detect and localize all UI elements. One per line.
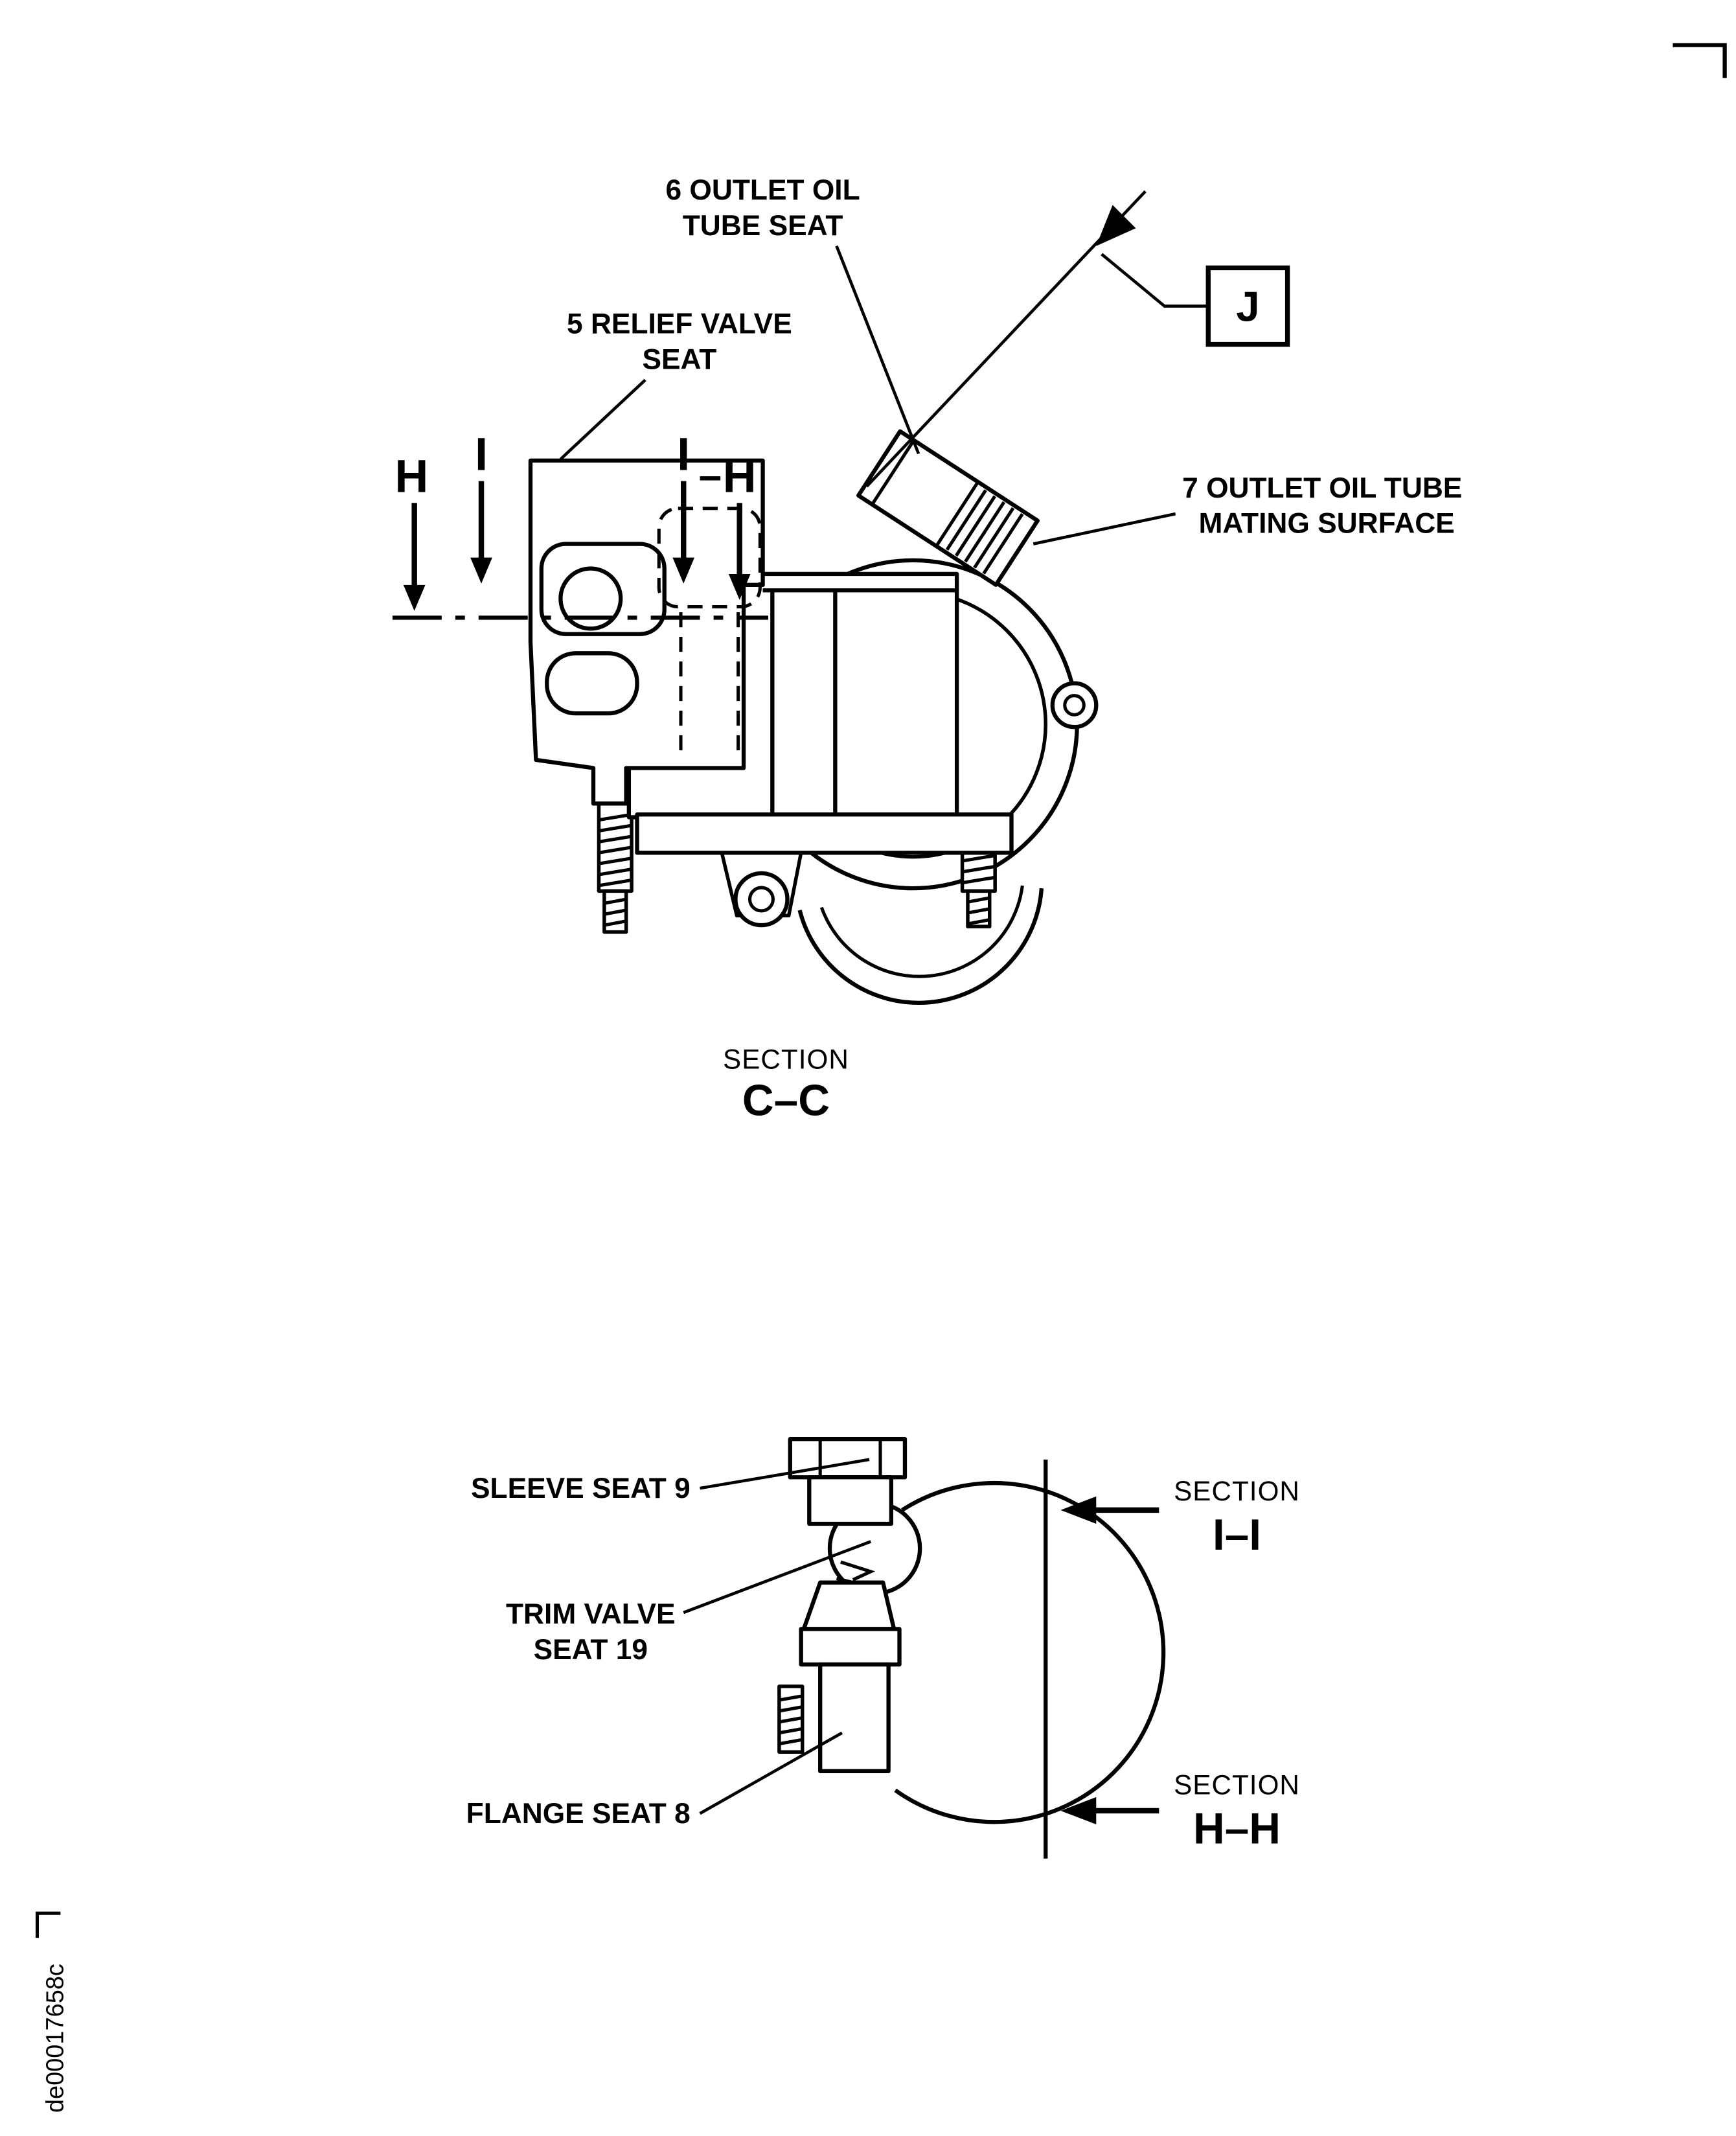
down-arrowhead-icon — [728, 573, 751, 601]
doc-code-text: de00017658c — [42, 1964, 69, 2113]
caption-word: SECTION — [723, 1044, 849, 1075]
callout-text: FLANGE SEAT 8 — [466, 1798, 691, 1830]
cut-letter-i-right: I — [677, 429, 690, 481]
doc-code-corner-mark — [35, 1911, 61, 1938]
caption-section-cc: SECTION C–C — [723, 1044, 849, 1125]
flange-band — [635, 812, 1014, 855]
leader-line — [699, 1731, 843, 1815]
callout-text: SLEEVE SEAT 9 — [471, 1473, 691, 1504]
callout-text: 7 OUTLET OIL TUBE — [1182, 472, 1462, 504]
section-name: H–H — [1193, 1805, 1281, 1854]
callout-text: 5 RELIEF VALVE — [567, 308, 792, 340]
section-cut-markers: H I I H — [392, 429, 769, 620]
flag-letter: J — [1236, 283, 1259, 330]
flange-arc — [894, 1480, 1166, 1824]
hidden-cavity — [657, 507, 762, 609]
cut-letter-i-left: I — [475, 429, 488, 481]
outlet-tube-outer-arc — [797, 888, 1044, 1005]
callout-sleeve-seat: SLEEVE SEAT 9 — [471, 1458, 870, 1504]
stud-left — [597, 801, 634, 934]
callout-flange-seat: FLANGE SEAT 8 — [466, 1731, 843, 1830]
down-arrowhead-icon — [470, 557, 492, 584]
leader-line — [835, 245, 920, 455]
sleeve-lower-cylinder — [818, 1662, 891, 1773]
internal-details — [539, 507, 957, 815]
flag-triangle-icon — [1096, 205, 1136, 246]
sleeve-drawing — [777, 1437, 922, 1773]
view-arrow-ii — [1060, 1496, 1159, 1524]
callout-text: SEAT 19 — [534, 1634, 648, 1666]
bolt-boss — [1050, 681, 1099, 729]
label-section-ii: SECTION I–I — [1174, 1476, 1300, 1559]
callout-text: 6 OUTLET OIL — [666, 174, 860, 206]
caption-name: C–C — [742, 1076, 830, 1125]
callout-trim-valve-seat: TRIM VALVE SEAT 19 — [506, 1540, 872, 1666]
side-slot — [545, 651, 639, 716]
ear-boss-hole — [748, 886, 775, 913]
down-arrowhead-icon — [672, 557, 695, 584]
leader-line — [683, 1540, 872, 1614]
down-arrowhead-icon — [403, 584, 426, 611]
leader-line — [700, 1458, 870, 1490]
outlet-fitting-body — [856, 429, 1040, 587]
callout-text: TUBE SEAT — [683, 210, 843, 242]
section-name: I–I — [1213, 1511, 1261, 1559]
cut-letter-h-right: H — [723, 450, 757, 502]
thread-ticks — [962, 853, 996, 885]
left-arrowhead-icon — [1060, 1797, 1097, 1825]
ear-boss-ring — [733, 871, 790, 928]
section-ih-figure: SECTION I–I SECTION H–H SLEEVE SEAT 9 TR… — [466, 1437, 1300, 1859]
sleeve-neck — [807, 1475, 894, 1526]
flag-note-j: J — [865, 190, 1290, 488]
section-word: SECTION — [1174, 1770, 1300, 1800]
section-cc-figure: H I I H 6 OUTLET OIL TUBE SEAT 5 RELIEF … — [392, 174, 1462, 1125]
label-section-hh: SECTION H–H — [1174, 1770, 1300, 1854]
thread-ticks — [599, 812, 632, 888]
outlet-seat-face — [871, 439, 915, 506]
flag-connector-line — [1101, 253, 1209, 308]
callout-text: MATING SURFACE — [1198, 508, 1454, 540]
doc-code-block: de00017658c — [35, 1911, 69, 2113]
leader-line — [1033, 512, 1176, 545]
left-arrowhead-icon — [1060, 1496, 1097, 1524]
sleeve-stud — [777, 1684, 805, 1754]
thread-ticks — [967, 896, 990, 926]
thread-ticks — [604, 897, 627, 927]
callout-relief-valve-seat: 5 RELIEF VALVE SEAT — [559, 308, 792, 461]
thread-ticks — [779, 1694, 803, 1746]
outlet-fitting — [856, 429, 1040, 587]
callout-outlet-tube-mating-surface: 7 OUTLET OIL TUBE MATING SURFACE — [1033, 472, 1462, 545]
flange-seat-ring — [799, 1627, 902, 1667]
callout-text: TRIM VALVE — [506, 1598, 676, 1630]
relief-valve-bore — [558, 566, 623, 631]
leader-line — [559, 378, 646, 461]
cut-letter-h-left: H — [395, 450, 429, 502]
flag-box — [1205, 265, 1290, 347]
callout-outlet-oil-tube-seat: 6 OUTLET OIL TUBE SEAT — [666, 174, 920, 455]
bolt-boss-hole — [1063, 694, 1086, 717]
thread-ticks — [945, 489, 1024, 575]
view-arrow-hh — [1060, 1797, 1159, 1825]
section-word: SECTION — [1174, 1476, 1300, 1506]
sleeve-mid-section — [801, 1580, 897, 1631]
pump-housing-drawing — [528, 429, 1099, 1005]
callout-text: SEAT — [642, 344, 716, 376]
thread-boundary — [935, 481, 979, 547]
ball-hatch — [840, 1560, 876, 1581]
outlet-tube-inner-arc — [819, 885, 1024, 978]
corner-mark — [1673, 43, 1727, 78]
relief-valve-chamber — [539, 542, 667, 636]
